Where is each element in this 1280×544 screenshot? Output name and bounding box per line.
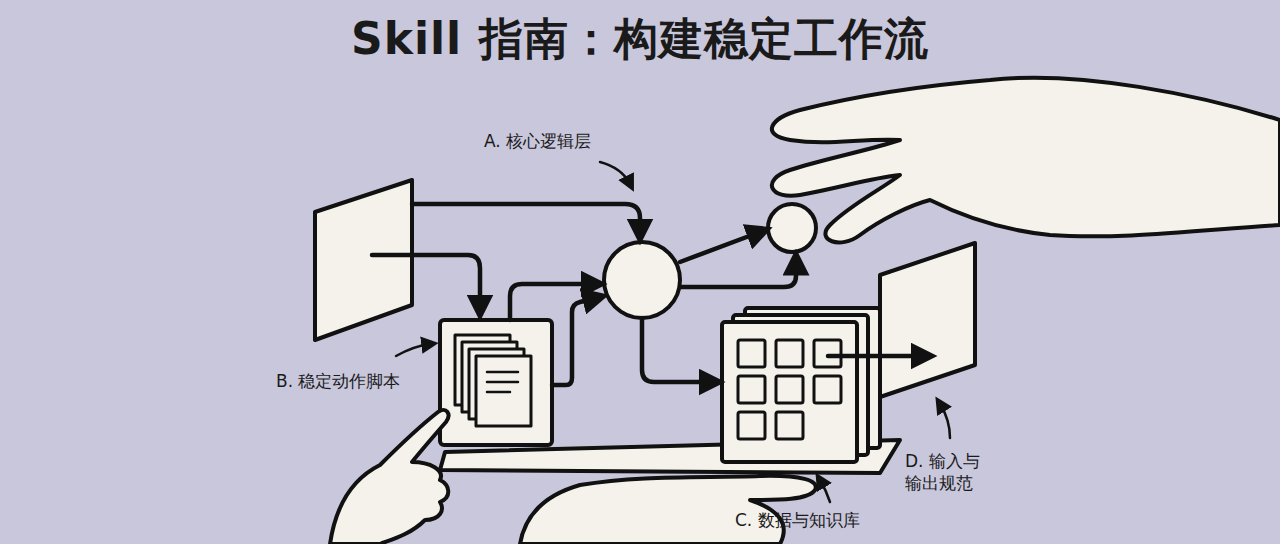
data-grid-box [722,322,857,462]
input-panel [315,180,412,340]
core-circle [604,242,680,318]
diagram-title: Skill 指南：构建稳定工作流 [351,10,929,69]
small-circle [768,204,816,252]
callout-label: D. 输入与 输出规范 [905,450,985,494]
pointing-hand [330,410,448,544]
callout-label: B. 稳定动作脚本 [276,370,400,392]
output-panel [880,243,975,397]
callout-label: A. 核心逻辑层 [484,130,591,152]
leader-lines [396,162,950,502]
document-sheet [476,356,531,426]
reaching-hand [772,78,1280,243]
flow-arrows [372,204,924,385]
callout-label: C. 数据与知识库 [735,509,860,531]
holding-hand [520,476,816,544]
script-box [440,320,552,445]
